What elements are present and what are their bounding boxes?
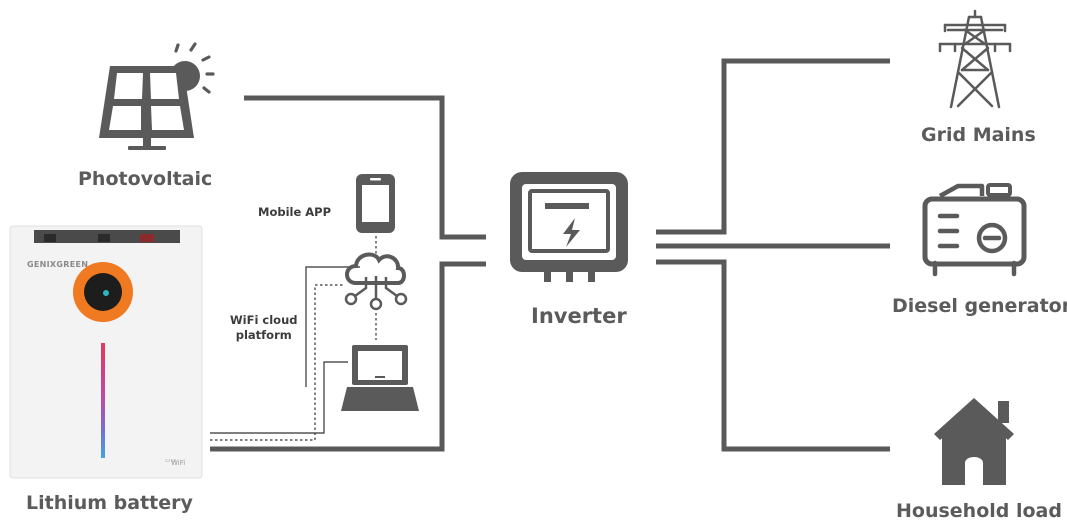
- inverter-grid-line: [656, 58, 890, 235]
- wifi-cloud-label: WiFi cloud platform: [230, 313, 298, 343]
- svg-text:▭▭: ▭▭: [165, 457, 176, 464]
- battery-wifi-label: WiFi: [171, 459, 186, 467]
- pv-inverter-line: [244, 95, 486, 240]
- inverter-label: Inverter: [531, 304, 627, 328]
- house-icon: [934, 398, 1014, 485]
- household-load-label: Household load: [896, 500, 1062, 522]
- wifi-cloud-label-line1: WiFi cloud: [230, 313, 298, 327]
- battery-unit: ▭▭: [9, 225, 203, 479]
- lithium-battery-label: Lithium battery: [26, 492, 193, 514]
- diesel-generator-label: Diesel generator: [892, 295, 1067, 317]
- laptop-icon: [341, 345, 419, 411]
- battery-inverter-line: [210, 261, 486, 452]
- wifi-cloud-label-line2: platform: [235, 328, 292, 342]
- inverter-household-line: [656, 259, 890, 452]
- wired-lines: [210, 266, 360, 434]
- photovoltaic-label: Photovoltaic: [78, 168, 213, 190]
- transmission-tower-icon: [938, 9, 1012, 109]
- battery-brand-label: GENIXGREEN: [27, 260, 89, 269]
- grid-mains-label: Grid Mains: [921, 124, 1036, 146]
- generator-icon: [922, 183, 1027, 277]
- mobile-app-label: Mobile APP: [258, 205, 332, 219]
- solar-panel-icon: [99, 42, 215, 150]
- cloud-network-icon: [344, 252, 408, 311]
- phone-icon: [356, 174, 395, 233]
- communication-lines: [210, 236, 377, 441]
- connection-lines: [210, 58, 890, 452]
- inverter-icon: [510, 172, 628, 282]
